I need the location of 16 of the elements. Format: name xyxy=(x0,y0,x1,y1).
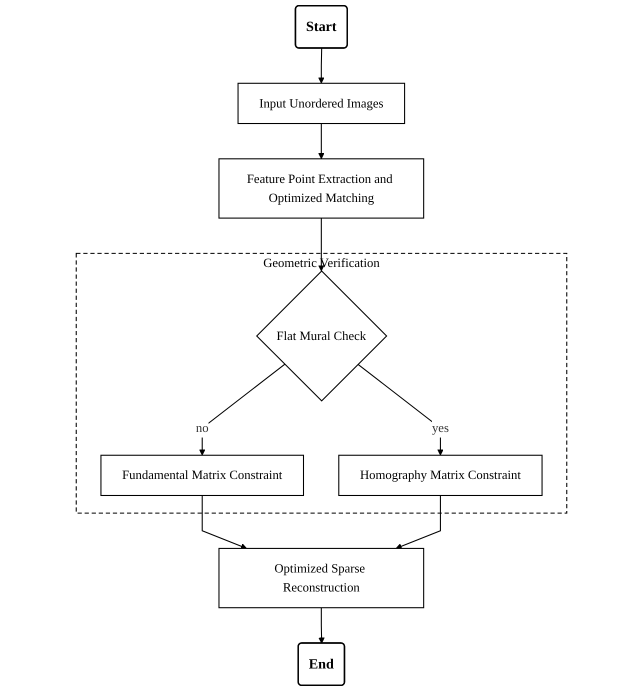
arrow xyxy=(318,608,325,644)
arrow xyxy=(318,48,324,84)
edge-label: no xyxy=(196,420,209,435)
arrow xyxy=(358,364,444,456)
arrow xyxy=(318,218,324,272)
arrow xyxy=(396,495,441,550)
arrow xyxy=(202,495,247,550)
node-box: Optimized Sparse Reconstruction xyxy=(218,548,424,608)
node-box: Homography Matrix Constraint xyxy=(338,454,543,496)
edge-label: yes xyxy=(432,420,449,435)
node-box: Input Unordered Images xyxy=(238,82,406,124)
node-diamond: Flat Mural Check xyxy=(256,270,388,402)
node-box: Feature Point Extraction and Optimized Matching xyxy=(218,158,424,219)
arrow xyxy=(199,364,286,456)
node-box: Fundamental Matrix Constraint xyxy=(100,454,304,496)
arrow xyxy=(318,124,324,160)
